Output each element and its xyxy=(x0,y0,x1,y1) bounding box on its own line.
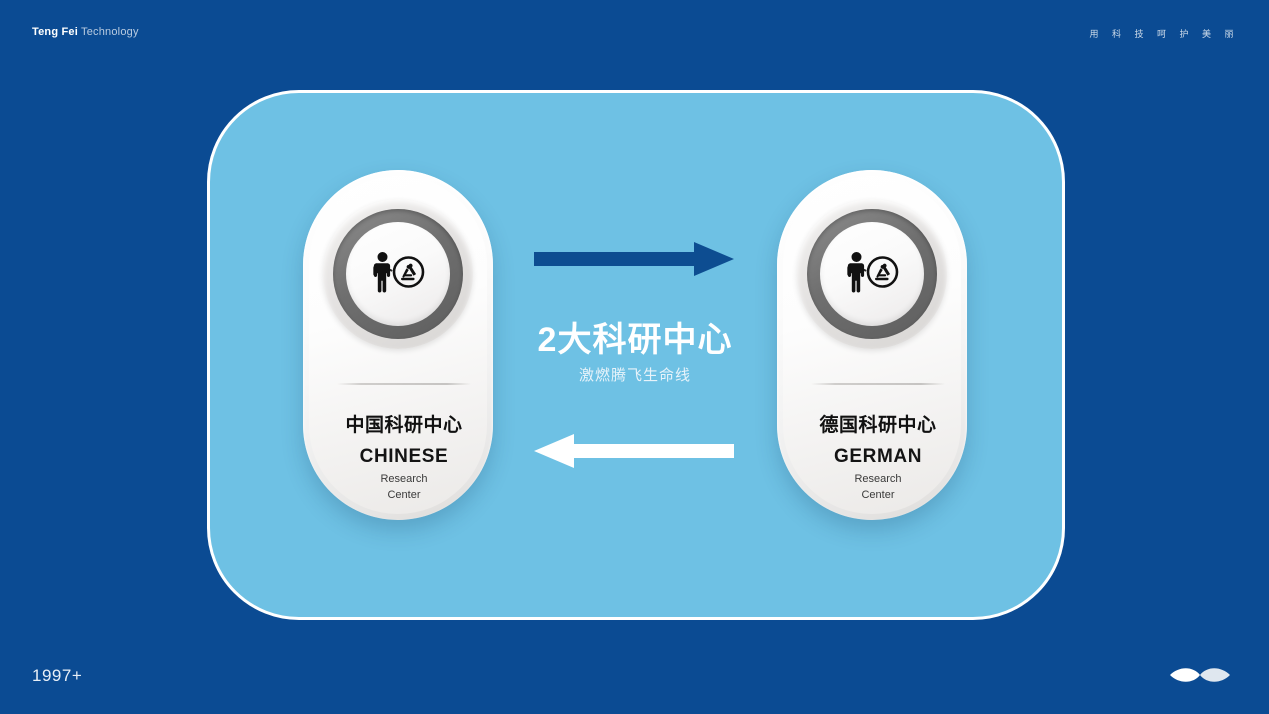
scientist-microscope-icon xyxy=(370,251,426,298)
card-title-cn: 中国科研中心 xyxy=(345,415,463,436)
card-title-cn: 德国科研中心 xyxy=(819,415,937,436)
center-title: 2大科研中心 xyxy=(537,321,733,359)
card-divider xyxy=(337,383,471,385)
card-subtitle-line2: Center xyxy=(861,488,895,501)
emblem-face xyxy=(346,222,450,326)
card-title-en: GERMAN xyxy=(833,445,923,467)
wing-mark-icon xyxy=(1170,668,1230,682)
brand-name-strong: Teng Fei xyxy=(32,26,79,38)
card-title-en: CHINESE xyxy=(359,445,449,467)
card-subtitle-line1: Research xyxy=(854,472,902,485)
card-divider xyxy=(811,383,945,385)
emblem-ring xyxy=(807,209,937,339)
emblem-outer xyxy=(323,199,473,349)
card-german-research-center[interactable]: 德国科研中心 GERMAN Research Center xyxy=(777,170,967,520)
center-subtitle: 激燃腾飞生命线 xyxy=(578,367,691,384)
scientist-microscope-icon xyxy=(844,251,900,298)
card-inner-surface: 中国科研中心 CHINESE Research Center xyxy=(309,176,487,514)
arrow-left-icon xyxy=(534,434,734,468)
card-subtitle-line1: Research xyxy=(380,472,428,485)
year-mark: 1997+ xyxy=(32,666,83,685)
emblem-face xyxy=(820,222,924,326)
card-subtitle-line2: Center xyxy=(387,488,421,501)
emblem-outer xyxy=(797,199,947,349)
arrow-right-icon xyxy=(534,242,734,276)
emblem-ring xyxy=(333,209,463,339)
card-text-group: 德国科研中心 GERMAN Research Center xyxy=(783,414,973,504)
brand-name-light: Technology xyxy=(81,26,139,38)
center-block: 2大科研中心 激燃腾飞生命线 xyxy=(500,230,770,480)
card-text-group: 中国科研中心 CHINESE Research Center xyxy=(309,414,499,504)
card-inner-surface: 德国科研中心 GERMAN Research Center xyxy=(783,176,961,514)
card-chinese-research-center[interactable]: 中国科研中心 CHINESE Research Center xyxy=(303,170,493,520)
header-tagline: 用 科 技 呵 护 美 丽 xyxy=(1089,29,1239,39)
